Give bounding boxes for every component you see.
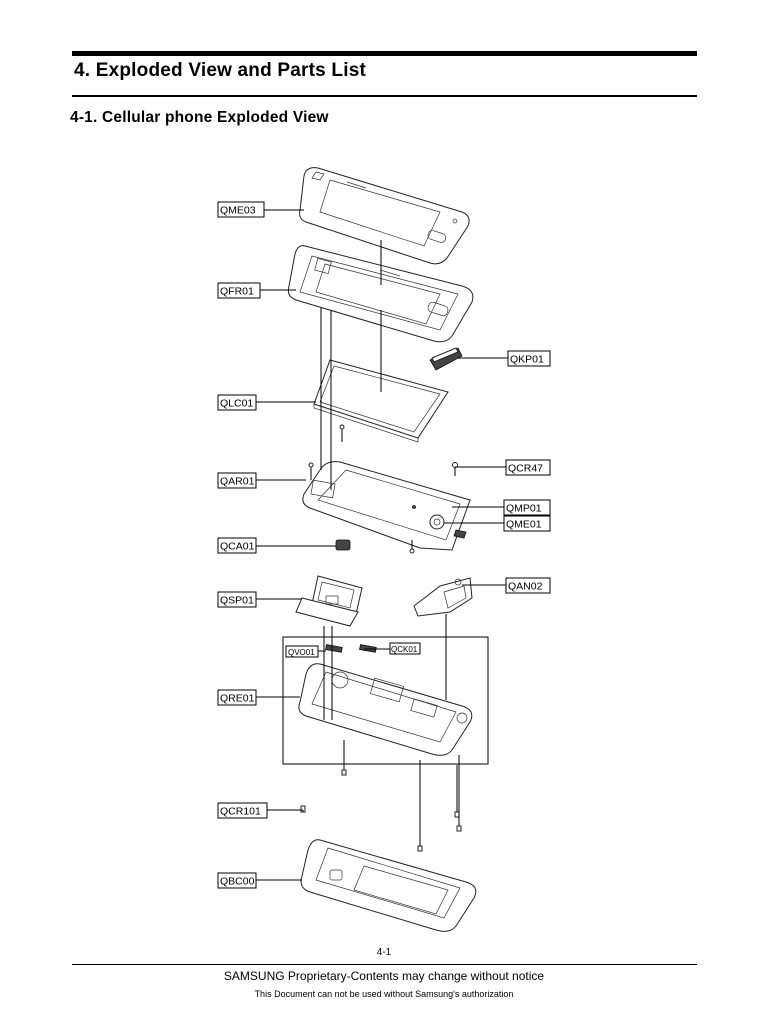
screws — [308, 424, 458, 554]
label-qck01-text: QCK01 — [391, 645, 418, 654]
rear-screws — [300, 740, 462, 852]
footer-proprietary-notice: SAMSUNG Proprietary-Contents may change … — [223, 969, 545, 983]
leader-lines — [256, 209, 508, 881]
label-qcr47: QCR47 — [505, 459, 551, 476]
label-qbc00-text: QBC00 — [220, 876, 255, 888]
key-part — [429, 347, 463, 371]
page-number: 4-1 — [376, 947, 392, 958]
main-pcb-part — [302, 461, 471, 551]
battery-cover-part — [300, 839, 477, 932]
label-qar01-text: QAR01 — [220, 476, 255, 488]
label-qar01: QAR01 — [217, 472, 257, 489]
label-qvo01-text: QVO01 — [288, 648, 315, 657]
label-qme01: QME01 — [503, 515, 551, 532]
speaker-bracket-part — [295, 575, 363, 627]
label-qfr01-text: QFR01 — [220, 286, 254, 298]
chapter-title: 4. Exploded View and Parts List — [74, 60, 366, 81]
label-qme01-text: QME01 — [506, 519, 542, 531]
label-qmp01: QMP01 — [503, 499, 551, 516]
footer-rule — [72, 964, 697, 965]
section-title: 4-1. Cellular phone Exploded View — [70, 109, 329, 126]
label-qcr47-text: QCR47 — [508, 463, 543, 475]
front-window-part — [299, 167, 470, 265]
label-qcr101-text: QCR101 — [220, 806, 261, 818]
label-qca01: QCA01 — [217, 537, 257, 554]
label-qlc01-text: QLC01 — [220, 398, 253, 410]
title-rule — [72, 95, 697, 97]
label-qme03-text: QME03 — [220, 205, 256, 217]
label-qca01-text: QCA01 — [220, 541, 255, 553]
footer-authorization-notice: This Document can not be used without Sa… — [254, 989, 514, 999]
label-qsp01: QSP01 — [217, 591, 257, 608]
antenna-part — [413, 577, 473, 617]
label-qmp01-text: QMP01 — [506, 503, 542, 515]
camera-part — [335, 539, 351, 551]
label-qbc00: QBC00 — [217, 872, 257, 889]
label-qre01-text: QRE01 — [220, 693, 255, 705]
label-qkp01-text: QKP01 — [510, 354, 544, 366]
label-qfr01: QFR01 — [217, 282, 261, 299]
label-qvo01: QVO01 — [285, 645, 319, 658]
rear-case-box — [282, 636, 489, 765]
label-qsp01-text: QSP01 — [220, 595, 254, 607]
label-qlc01: QLC01 — [217, 394, 257, 411]
label-qan02: QAN02 — [505, 577, 551, 594]
top-rule — [72, 51, 697, 56]
rear-case-part — [298, 644, 473, 756]
label-qan02-text: QAN02 — [508, 581, 543, 593]
label-qkp01: QKP01 — [507, 350, 551, 367]
front-frame-part — [287, 245, 474, 343]
label-qck01: QCK01 — [389, 642, 421, 655]
label-qre01: QRE01 — [217, 689, 257, 706]
lcd-part — [313, 359, 449, 443]
label-qcr101: QCR101 — [217, 802, 268, 819]
label-qme03: QME03 — [217, 201, 265, 218]
